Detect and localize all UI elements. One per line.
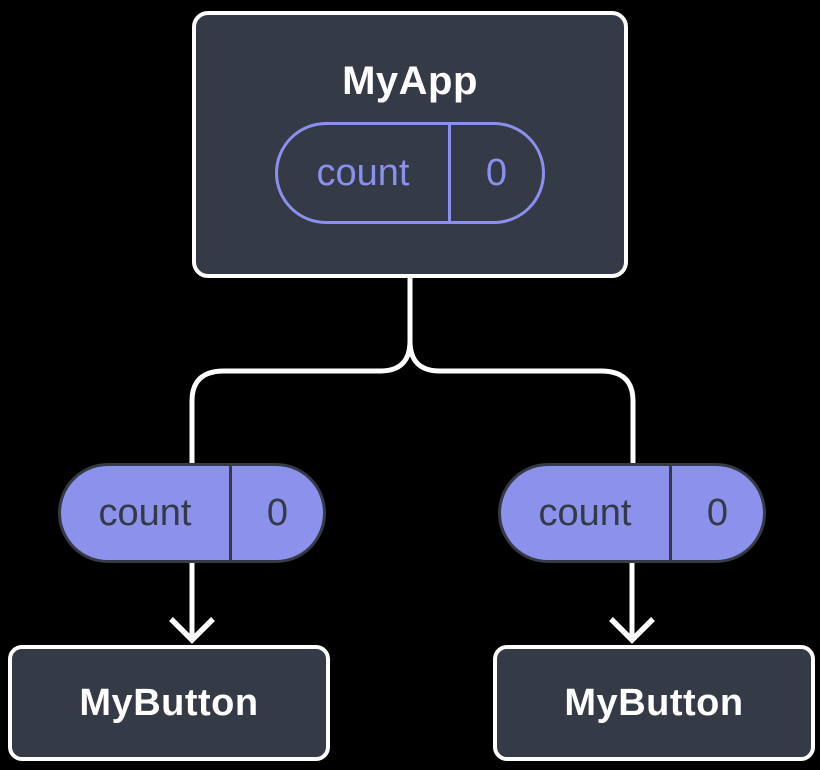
arrow-down-icon — [169, 617, 215, 644]
child-component-node-left: MyButton — [8, 645, 330, 761]
prop-value-label: 0 — [706, 491, 729, 534]
root-component-node: MyApp count 0 — [192, 11, 628, 278]
child-component-title: MyButton — [79, 681, 259, 724]
prop-name-label: count — [501, 466, 672, 560]
prop-pill-left: count 0 — [58, 463, 326, 563]
branch-line-right — [407, 278, 636, 463]
root-state-pill: count 0 — [275, 122, 545, 224]
state-name-label: count — [278, 125, 451, 221]
child-component-node-right: MyButton — [493, 645, 815, 761]
root-component-title: MyApp — [342, 59, 478, 103]
prop-pill-right: count 0 — [498, 463, 766, 563]
arrow-down-icon — [609, 617, 655, 644]
prop-name-label: count — [61, 466, 232, 560]
prop-value-label: 0 — [266, 491, 289, 534]
child-component-title: MyButton — [564, 681, 744, 724]
branch-line-left — [189, 278, 413, 463]
state-value-label: 0 — [485, 151, 508, 194]
